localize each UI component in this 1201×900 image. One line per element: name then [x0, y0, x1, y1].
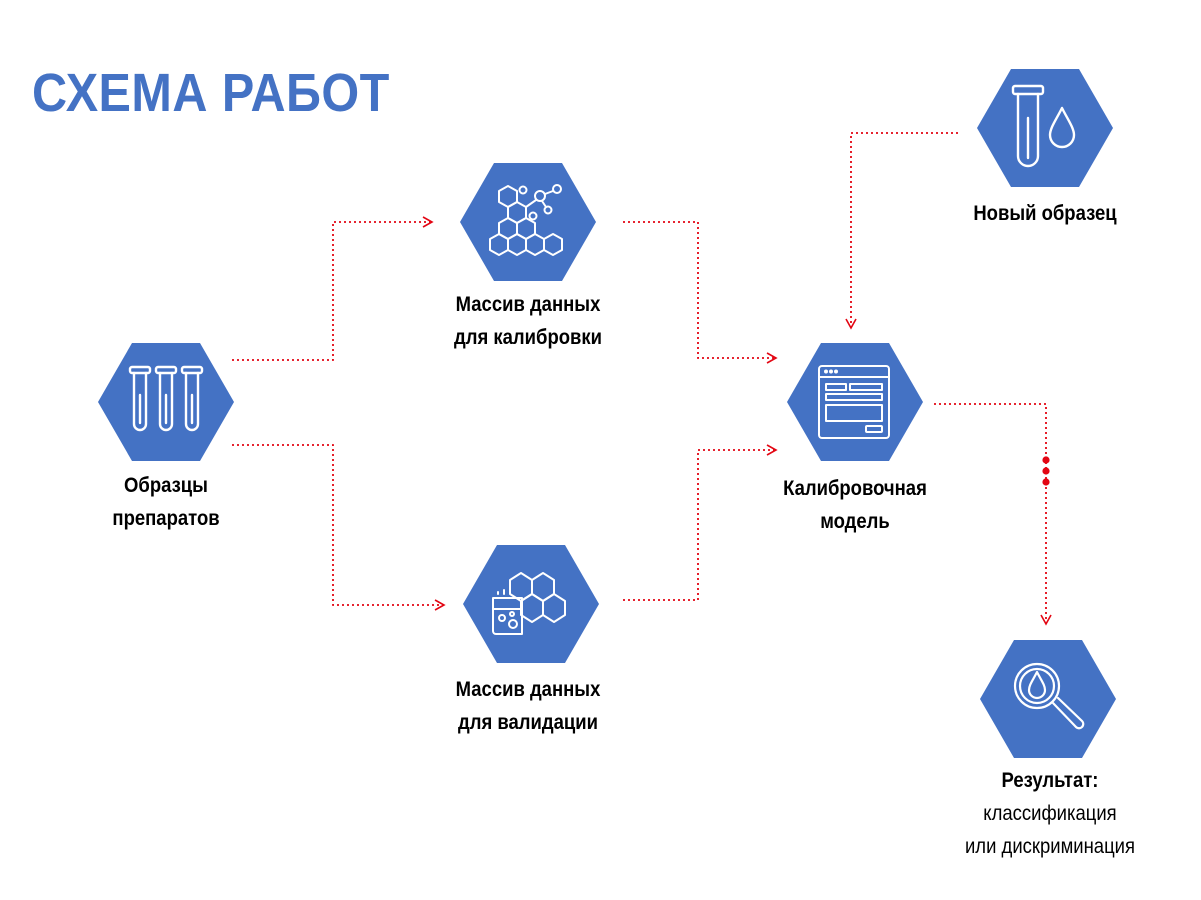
arrow-calibration-to-model — [623, 221, 778, 364]
label-line: Образцы — [124, 474, 208, 497]
arrow-new-sample-to-model — [845, 132, 958, 330]
arrow-samples-to-calibration — [232, 216, 434, 361]
page-title: СХЕМА РАБОТ — [32, 63, 390, 123]
node-label-validation: Массив данных для валидации — [431, 673, 625, 739]
label-line: Массив данных — [455, 293, 601, 316]
arrow-validation-to-model — [623, 444, 778, 601]
hexagon-calibration — [460, 163, 596, 281]
label-line: Массив данных — [455, 678, 601, 701]
hexagon-new-sample — [977, 69, 1113, 187]
label-line: классификация — [983, 802, 1117, 825]
label-line: или дискриминация — [964, 835, 1136, 858]
label-line: для калибровки — [454, 326, 602, 349]
node-label-calibration: Массив данных для калибровки — [431, 288, 625, 354]
label-line: для валидации — [458, 711, 598, 734]
label-line: модель — [820, 510, 890, 533]
node-label-result: Результат: классификация или дискриминац… — [949, 764, 1151, 863]
node-label-model: Калибровочная модель — [758, 472, 952, 538]
test-tubes-icon — [128, 365, 204, 432]
hexagon-model — [787, 343, 923, 461]
node-label-new-sample: Новый образец — [948, 197, 1142, 230]
magnifier-drop-icon — [1013, 662, 1085, 730]
label-line: Калибровочная — [783, 477, 927, 500]
label-line: Результат: — [1001, 769, 1099, 792]
arrow-model-to-result — [934, 403, 1052, 626]
arrow-samples-to-validation — [232, 444, 446, 611]
label-line: Новый образец — [973, 202, 1117, 225]
test-tube-drop-icon — [1011, 84, 1076, 168]
hexagon-validation — [463, 545, 599, 663]
ellipsis-dots — [1042, 456, 1050, 486]
node-label-samples: Образцы препаратов — [78, 469, 254, 535]
molecule-icon — [489, 184, 563, 256]
beaker-hexagons-icon — [492, 572, 566, 635]
app-window-icon — [818, 365, 890, 439]
label-line: препаратов — [112, 507, 220, 530]
